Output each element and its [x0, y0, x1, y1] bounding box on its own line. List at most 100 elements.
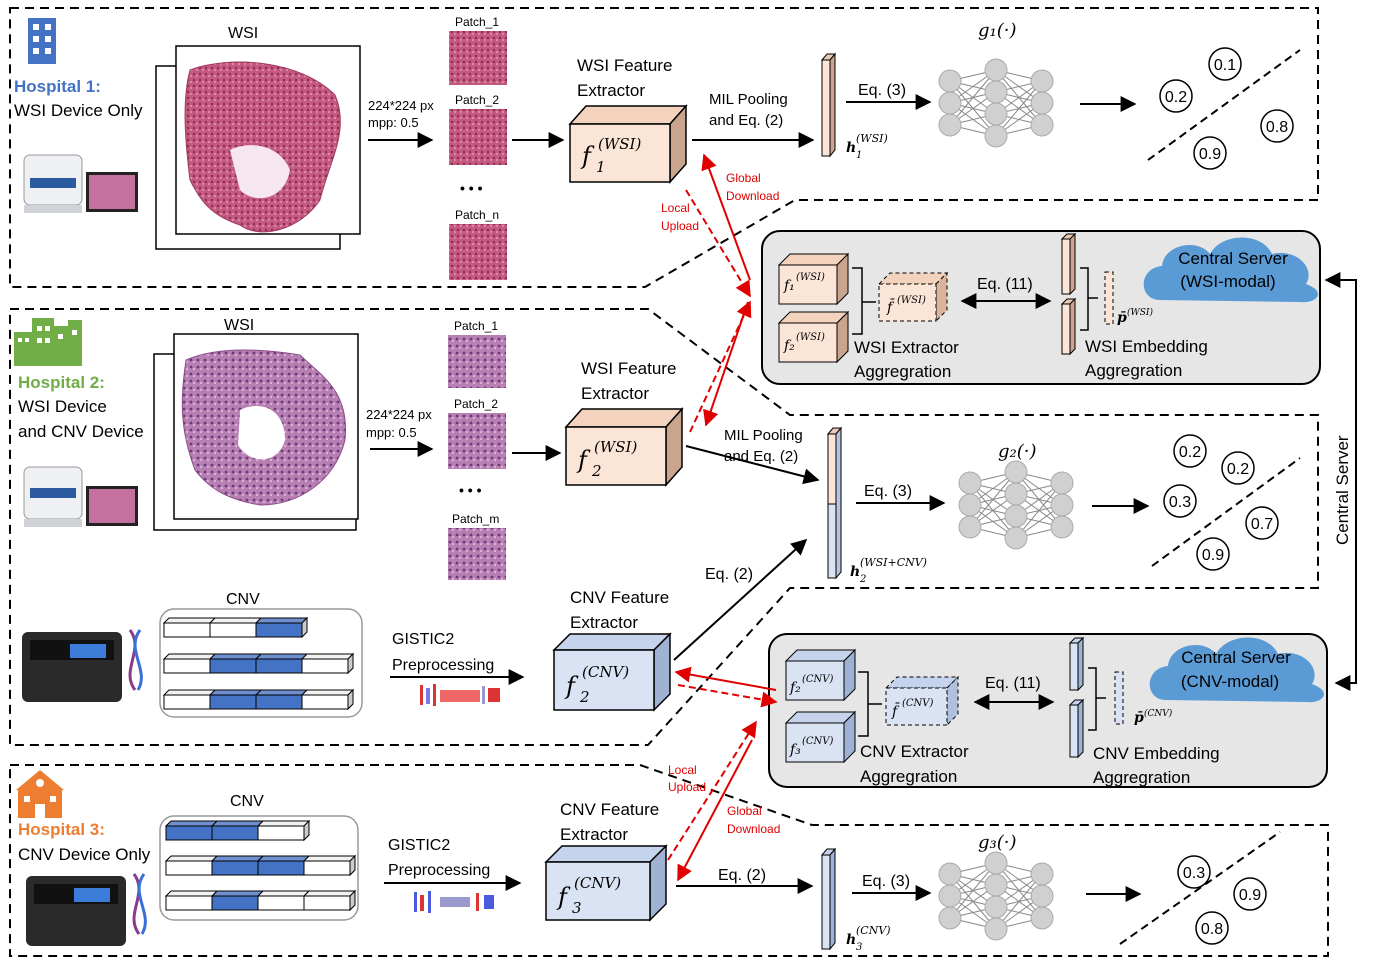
svg-text:Patch_n: Patch_n — [455, 208, 499, 222]
svg-text:(CNV): (CNV) — [902, 698, 934, 709]
svg-text:Aggregration: Aggregration — [860, 767, 957, 786]
cnv-segment — [211, 825, 259, 841]
svg-text:Eq. (2): Eq. (2) — [718, 867, 766, 884]
svg-text:0.2: 0.2 — [1227, 461, 1249, 478]
svg-text:Eq. (3): Eq. (3) — [858, 82, 906, 99]
svg-text:and CNV Device: and CNV Device — [18, 422, 144, 441]
svg-text:WSI Embedding: WSI Embedding — [1085, 337, 1208, 356]
neural-network-icon — [938, 58, 1054, 148]
nn-node — [938, 113, 962, 137]
svg-text:Patch_1: Patch_1 — [454, 319, 498, 333]
svg-text:Eq. (11): Eq. (11) — [977, 276, 1033, 293]
svg-text:(CNV): (CNV) — [574, 874, 621, 892]
svg-text:(CNV): (CNV) — [802, 736, 834, 747]
neural-network-icon — [958, 460, 1074, 550]
cnv-segment — [301, 658, 349, 674]
nn-node — [1030, 862, 1054, 886]
prob-circle: 0.3 — [1163, 484, 1197, 518]
wsi-scanner-device-icon — [23, 466, 138, 527]
svg-text:CNV Extractor: CNV Extractor — [860, 742, 969, 761]
cnv-segment — [257, 860, 305, 876]
cnv-segment — [301, 694, 349, 710]
patch-image — [449, 31, 507, 85]
patch-image — [448, 413, 506, 469]
svg-text:p̄: p̄ — [1117, 310, 1127, 326]
patch-image — [449, 109, 507, 165]
svg-text:CNV: CNV — [226, 591, 260, 608]
svg-text:f̄: f̄ — [886, 298, 896, 316]
svg-text:0.3: 0.3 — [1169, 494, 1191, 511]
nn-node — [984, 58, 1008, 82]
svg-text:CNV Device Only: CNV Device Only — [18, 845, 151, 864]
svg-text:(WSI): (WSI) — [856, 132, 888, 145]
cnv-segment — [209, 622, 257, 638]
nn-node — [938, 862, 962, 886]
nn-node — [1030, 884, 1054, 908]
svg-text:Aggregration: Aggregration — [854, 362, 951, 381]
server-f2-wsi: f₂ (WSI) — [777, 310, 850, 364]
nn-node — [984, 851, 1008, 875]
svg-text:(WSI): (WSI) — [594, 438, 637, 456]
svg-text:(CNV-modal): (CNV-modal) — [1181, 672, 1279, 691]
svg-text:(CNV): (CNV) — [802, 674, 834, 685]
cnv-segment — [209, 694, 257, 710]
svg-text:(WSI-modal): (WSI-modal) — [1180, 272, 1275, 291]
nn-node — [984, 873, 1008, 897]
svg-text:g₂(·): g₂(·) — [998, 441, 1037, 462]
svg-text:Download: Download — [726, 189, 779, 203]
server-embed-cnv — [1068, 636, 1085, 759]
svg-text:Hospital 2:: Hospital 2: — [18, 373, 105, 392]
svg-text:0.7: 0.7 — [1251, 516, 1273, 533]
svg-text:(WSI): (WSI) — [796, 332, 825, 343]
nn-node — [958, 471, 982, 495]
svg-text:2: 2 — [591, 462, 602, 480]
prob-circle: 0.2 — [1221, 451, 1255, 485]
svg-text:(WSI): (WSI) — [897, 295, 926, 306]
svg-text:2: 2 — [579, 688, 590, 706]
hospital-buildings-icon — [14, 318, 82, 366]
prob-circle: 0.2 — [1159, 79, 1193, 113]
cnv-segment — [255, 694, 303, 710]
extractor-f1-wsi: f 1 (WSI) — [568, 104, 688, 184]
nn-node — [1004, 460, 1028, 484]
svg-text:and Eq. (2): and Eq. (2) — [724, 448, 798, 465]
nn-node — [1030, 906, 1054, 930]
svg-text:Eq. (3): Eq. (3) — [864, 483, 912, 500]
cnv-segment — [303, 860, 351, 876]
svg-text:Local: Local — [661, 201, 690, 215]
nn-node — [1004, 526, 1028, 550]
svg-text:f₁: f₁ — [783, 278, 795, 294]
cnv-segment — [165, 825, 213, 841]
svg-text:(WSI): (WSI) — [796, 272, 825, 283]
svg-text:WSI Device: WSI Device — [18, 397, 107, 416]
svg-text:Aggregration: Aggregration — [1085, 361, 1182, 380]
server-pbar-cnv — [1114, 671, 1124, 725]
gistic-heatmap — [416, 683, 506, 707]
svg-text:f₂: f₂ — [783, 338, 795, 354]
hospital-building-icon — [28, 18, 56, 64]
cnv-segment — [257, 895, 305, 911]
svg-text:2: 2 — [859, 574, 866, 585]
svg-text:h: h — [846, 140, 856, 156]
prob-circle: 0.1 — [1208, 47, 1242, 81]
patch-image — [449, 224, 507, 280]
nn-node — [938, 906, 962, 930]
nn-node — [1030, 91, 1054, 115]
nn-node — [984, 124, 1008, 148]
svg-text:0.1: 0.1 — [1214, 57, 1236, 74]
hospital1-desc: WSI Device Only — [14, 101, 143, 120]
svg-text:Central Server: Central Server — [1333, 435, 1352, 545]
svg-text:Eq. (11): Eq. (11) — [985, 675, 1041, 692]
svg-text:0.2: 0.2 — [1179, 444, 1201, 461]
svg-text:CNV Feature: CNV Feature — [570, 588, 669, 607]
svg-text:Extractor: Extractor — [577, 81, 645, 100]
prob-circle: 0.8 — [1195, 911, 1229, 945]
patch-image — [448, 335, 506, 388]
svg-text:Local: Local — [668, 763, 697, 777]
embedding-h2 — [826, 426, 843, 580]
cnv-segment — [211, 860, 259, 876]
extractor-f3-cnv: f 3 (CNV) — [544, 844, 668, 922]
svg-text:Extractor: Extractor — [570, 613, 638, 632]
svg-text:GISTIC2: GISTIC2 — [388, 837, 450, 854]
